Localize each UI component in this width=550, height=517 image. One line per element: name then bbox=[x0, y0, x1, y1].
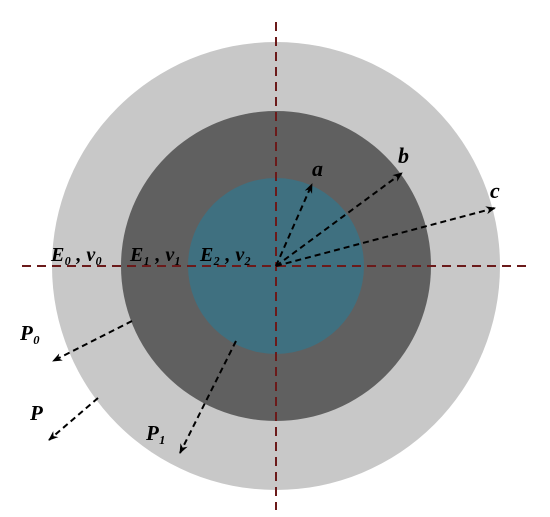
pressure-1-arrow bbox=[179, 340, 237, 454]
layer0-props-label: E₀ , v₀ bbox=[50, 244, 102, 266]
radius-b-arrow bbox=[275, 172, 403, 267]
pressure-0-label: P₀ bbox=[19, 321, 40, 345]
pressure-outer-label: P bbox=[29, 401, 43, 425]
pressure-0-arrow bbox=[52, 320, 133, 362]
label-a: a bbox=[312, 156, 323, 181]
layer2-props-label: E₂ , v₂ bbox=[199, 244, 251, 266]
layer1-props-label: E₁ , v₁ bbox=[129, 244, 181, 266]
label-c: c bbox=[490, 178, 500, 203]
label-b: b bbox=[398, 143, 409, 168]
radius-a-arrow bbox=[275, 183, 313, 267]
pressure-outer-arrow bbox=[48, 397, 99, 441]
pressure-1-label: P₁ bbox=[145, 421, 166, 445]
radius-c-arrow bbox=[275, 206, 496, 267]
